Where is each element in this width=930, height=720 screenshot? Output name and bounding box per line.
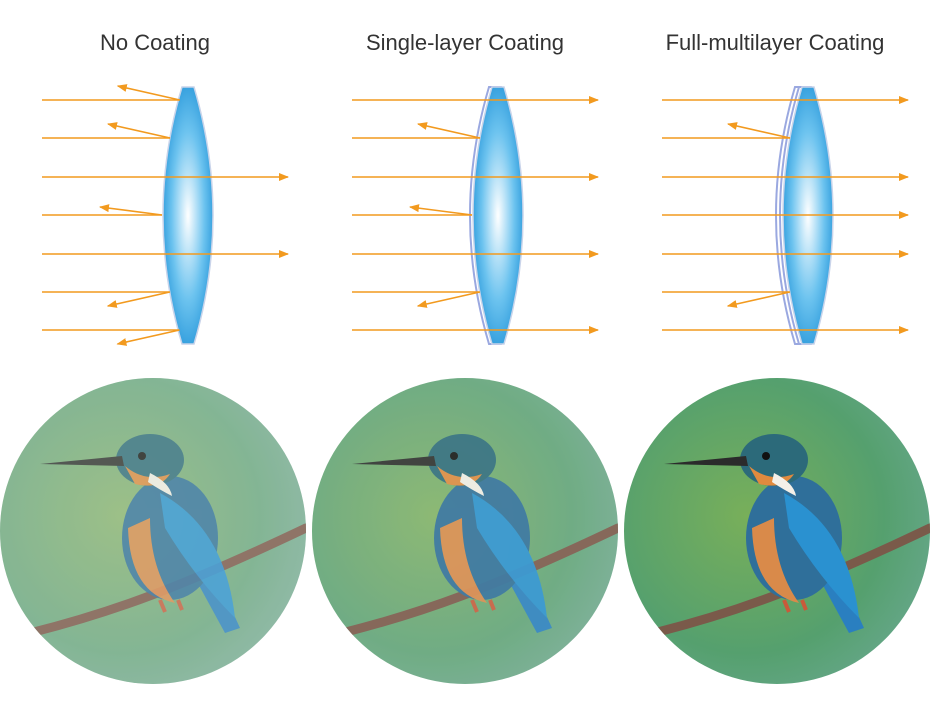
panel-title: Single-layer Coating xyxy=(365,30,565,55)
branch xyxy=(25,523,306,638)
reflected-ray xyxy=(107,122,171,139)
kingfisher-photo xyxy=(624,378,930,684)
lens-diagram xyxy=(352,86,599,345)
branch xyxy=(337,523,618,638)
lens-diagram xyxy=(42,84,289,346)
reflected-ray xyxy=(416,291,480,308)
kingfisher-photo xyxy=(0,378,306,684)
panel-full-multilayer: Full-multilayer Coating xyxy=(620,0,930,720)
kingfisher-icon xyxy=(40,434,240,633)
lens-diagram xyxy=(662,86,909,345)
panel-title: No Coating xyxy=(99,30,211,55)
reflected-ray xyxy=(727,122,791,139)
reflected-ray xyxy=(116,84,180,101)
lens-icon xyxy=(472,86,524,345)
reflected-ray xyxy=(417,122,481,139)
kingfisher-photo xyxy=(312,378,618,684)
reflected-ray xyxy=(726,291,790,308)
branch xyxy=(649,523,930,638)
panel-single-layer: Single-layer Coating xyxy=(310,0,620,720)
reflected-ray xyxy=(409,204,473,216)
panel-no-coating: No Coating xyxy=(0,0,310,720)
reflected-ray xyxy=(99,204,163,216)
kingfisher-icon xyxy=(664,434,864,633)
reflected-ray xyxy=(116,329,180,346)
kingfisher-icon xyxy=(352,434,552,633)
panel-title: Full-multilayer Coating xyxy=(665,30,885,55)
lens-icon xyxy=(162,86,214,345)
reflected-ray xyxy=(106,291,170,308)
